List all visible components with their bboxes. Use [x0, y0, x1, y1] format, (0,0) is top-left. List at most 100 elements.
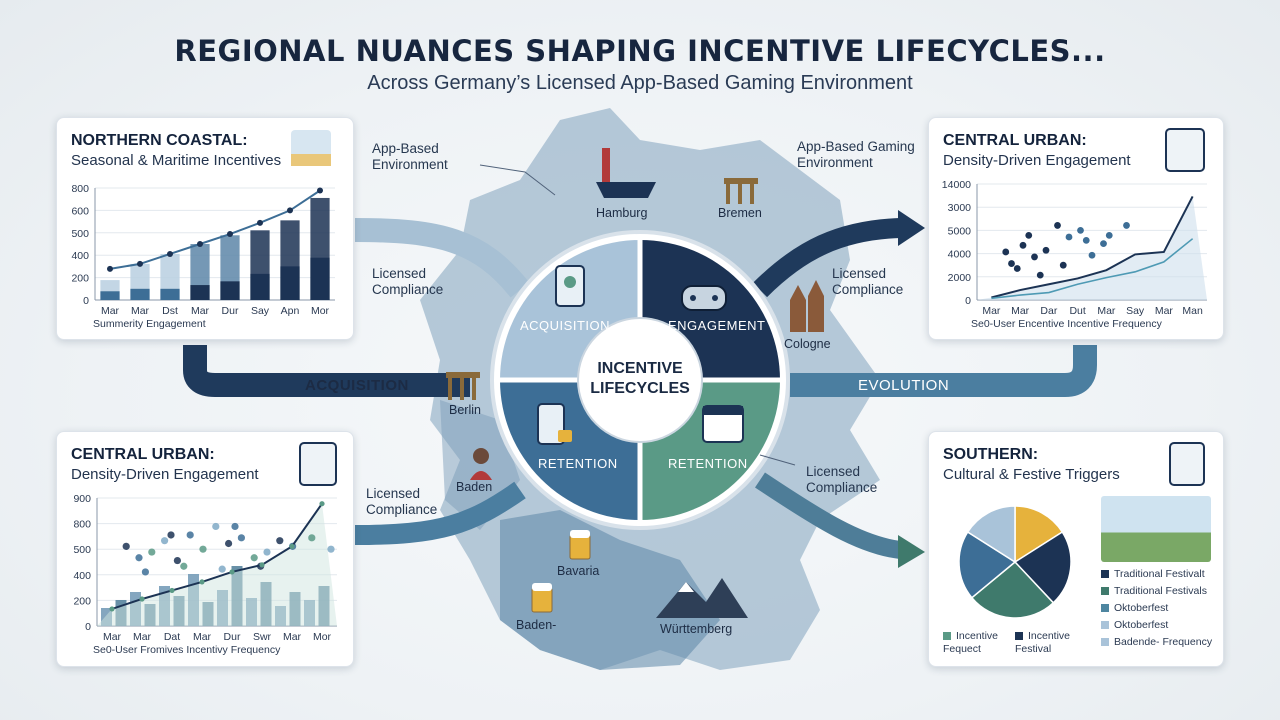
wheel-label-engagement: ENGAGEMENT: [668, 318, 766, 333]
berlin-gate-icon: [446, 372, 480, 400]
y-tick-label: 200: [71, 273, 89, 285]
arrow-southern: [755, 472, 902, 559]
wheel-center: [577, 317, 703, 443]
scatter-point: [231, 522, 239, 531]
x-tick-label: Mar: [101, 305, 120, 317]
x-tick-label: Say: [1126, 305, 1145, 317]
scatter-point: [180, 562, 188, 570]
card-title: SOUTHERN:: [943, 446, 1039, 463]
trend-point: [137, 260, 143, 267]
arrow-central-top: [752, 218, 901, 298]
pie-slice: [966, 505, 1016, 564]
bar-base: [220, 281, 240, 300]
scatter-point: [1002, 248, 1010, 256]
flow-label-evolution: EVOLUTION: [858, 377, 950, 394]
x-tick-label: Say: [251, 305, 270, 317]
y-tick-label: 500: [73, 544, 91, 556]
wheel-label-acquisition: ACQUISITION: [520, 318, 611, 333]
arrow-acquisition: [183, 345, 470, 397]
x-tick-label: Mar: [1011, 305, 1030, 317]
trend-point: [107, 265, 113, 272]
x-tick-label: Dar: [1040, 305, 1057, 317]
cologne-cathedral-icon: [790, 280, 824, 332]
card-southern: SOUTHERN: Cultural & Festive Triggers Tr…: [928, 431, 1224, 667]
x-tick-label: Dur: [222, 305, 239, 317]
trend-point: [199, 579, 205, 585]
scatter-point: [1008, 260, 1015, 267]
wheel-label-retention-right: RETENTION: [668, 456, 748, 471]
y-tick-label: 200: [73, 595, 91, 607]
scatter-point: [263, 548, 271, 556]
scatter-point: [1031, 253, 1038, 261]
scatter-point: [186, 531, 194, 539]
series-line-2: [991, 238, 1194, 300]
chart-caption: Se0-User Encentive Incentive Frequency: [971, 318, 1162, 330]
page-subtitle: Across Germany’s Licensed App-Based Gami…: [367, 72, 913, 94]
x-tick-label: Dst: [162, 305, 178, 317]
scatter-point: [225, 539, 233, 548]
trend-point: [287, 207, 293, 214]
scatter-point: [1059, 261, 1067, 269]
flow-label-acquisition: ACQUISITION: [305, 377, 409, 394]
wheel-label-retention-left: RETENTION: [538, 456, 618, 471]
x-tick-label: Swr: [253, 631, 272, 643]
y-tick-label: 3000: [948, 202, 972, 214]
area-fill: [97, 503, 337, 626]
trend-point: [197, 241, 203, 247]
trend-point: [139, 596, 145, 602]
bar-base: [130, 288, 150, 300]
trend-point: [167, 250, 173, 257]
y-tick-label: 800: [73, 519, 91, 531]
wheel-center-label: INCENTIVE LIFECYCLES: [590, 360, 690, 397]
y-tick-label: 400: [73, 570, 91, 582]
x-tick-label: Mar: [1155, 305, 1174, 317]
card-subtitle: Cultural & Festive Triggers: [943, 466, 1120, 483]
legend-item: Traditional Festivalt: [1101, 568, 1205, 580]
legend-item: Oktoberfest: [1101, 619, 1168, 631]
x-tick-label: Mar: [193, 631, 212, 643]
trend-point: [317, 187, 323, 194]
arrow-central-bottom-in: [354, 481, 526, 545]
trend-point: [259, 562, 265, 568]
y-tick-label: 2000: [948, 272, 972, 284]
y-tick-label: 0: [965, 295, 971, 307]
mountain-icon: [656, 578, 748, 618]
scatter-point: [237, 534, 245, 542]
scatter-point: [122, 542, 130, 550]
card-title: CENTRAL URBAN:: [71, 446, 215, 463]
y-tick-label: 800: [71, 183, 89, 195]
calendar-icon: [702, 405, 744, 443]
bar-base: [250, 273, 270, 300]
phone-lock-icon: [1169, 442, 1205, 486]
y-tick-label: 4000: [948, 249, 972, 261]
scatter-point: [1065, 233, 1073, 241]
arrow-evolution: [790, 345, 1097, 397]
scatter-point: [1019, 241, 1027, 249]
beer-mug-icon: [569, 530, 591, 560]
scatter-point: [1077, 227, 1084, 234]
scatter-point: [1054, 222, 1061, 229]
x-tick-label: Dut: [1069, 305, 1085, 317]
phone-user-icon: [555, 265, 585, 307]
scatter-point: [1082, 236, 1090, 244]
trend-point: [319, 501, 325, 507]
scatter-point: [212, 522, 220, 531]
pie-slice: [1014, 505, 1064, 564]
legend-item: Badende- Frequency: [1101, 636, 1212, 648]
arrow-northern-in: [354, 218, 530, 298]
arrowhead-central-top: [898, 210, 925, 246]
label-app-environment-left: App-Based Environment: [372, 141, 448, 172]
y-tick-label: 900: [73, 493, 91, 505]
scatter-point: [173, 556, 181, 565]
trend-point: [109, 606, 115, 612]
scatter-point: [167, 531, 175, 539]
y-tick-label: 14000: [942, 179, 971, 191]
city-berlin: Berlin: [449, 403, 481, 417]
phone-lock-icon: [537, 403, 572, 445]
page-title: REGIONAL NUANCES SHAPING INCENTIVE LIFEC…: [174, 34, 1106, 68]
scatter-point: [1105, 231, 1113, 239]
city-bremen: Bremen: [718, 206, 762, 220]
